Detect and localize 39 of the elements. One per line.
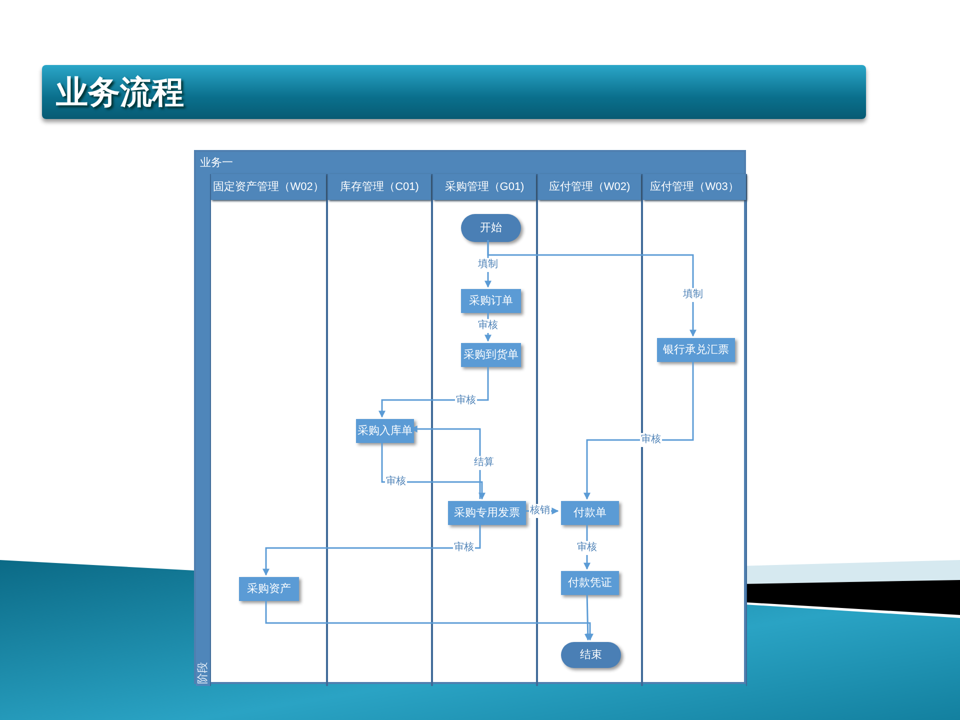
process-box: 采购入库单 xyxy=(356,419,414,443)
arrow xyxy=(265,599,594,641)
arrow xyxy=(487,240,696,337)
swimlane xyxy=(327,174,432,686)
arrow xyxy=(484,311,492,342)
lane-header: 库存管理（C01) xyxy=(328,174,431,200)
process-box: 采购订单 xyxy=(461,289,521,313)
arrow xyxy=(584,592,592,641)
lane-header: 应付管理（W03） xyxy=(643,174,746,200)
lane-header: 固定资产管理（W02） xyxy=(211,174,326,200)
arrow xyxy=(381,441,486,500)
lane-header: 应付管理（W02) xyxy=(538,174,641,200)
edge-label: 审核 xyxy=(640,433,662,447)
stage-band: 阶段 xyxy=(196,174,210,686)
process-box: 付款单 xyxy=(561,501,619,525)
process-box: 付款凭证 xyxy=(561,571,619,595)
edge-label: 结算 xyxy=(473,456,495,470)
pool-title: 业务一 xyxy=(196,152,744,174)
swimlane xyxy=(642,174,747,686)
process-box: 银行承兑汇票 xyxy=(657,338,735,362)
edge-label: 填制 xyxy=(477,258,499,272)
process-box: 采购资产 xyxy=(239,577,299,601)
swimlane xyxy=(210,174,327,686)
arrow xyxy=(584,523,590,570)
terminator-pill: 结束 xyxy=(561,642,621,668)
arrow xyxy=(584,360,694,500)
swimlane-pool xyxy=(194,150,746,684)
arrow xyxy=(410,426,481,499)
lane-header: 采购管理（G01) xyxy=(433,174,536,200)
edge-label: 审核 xyxy=(576,541,598,555)
arrow xyxy=(262,523,481,576)
process-box: 采购到货单 xyxy=(461,343,521,367)
edge-label: 核销 xyxy=(529,504,551,518)
arrow xyxy=(378,365,489,418)
edge-label: 审核 xyxy=(477,319,499,333)
edge-label: 填制 xyxy=(682,288,704,302)
process-box: 采购专用发票 xyxy=(448,501,526,525)
title-bar: 业务流程 xyxy=(42,65,866,119)
terminator-pill: 开始 xyxy=(461,214,521,242)
